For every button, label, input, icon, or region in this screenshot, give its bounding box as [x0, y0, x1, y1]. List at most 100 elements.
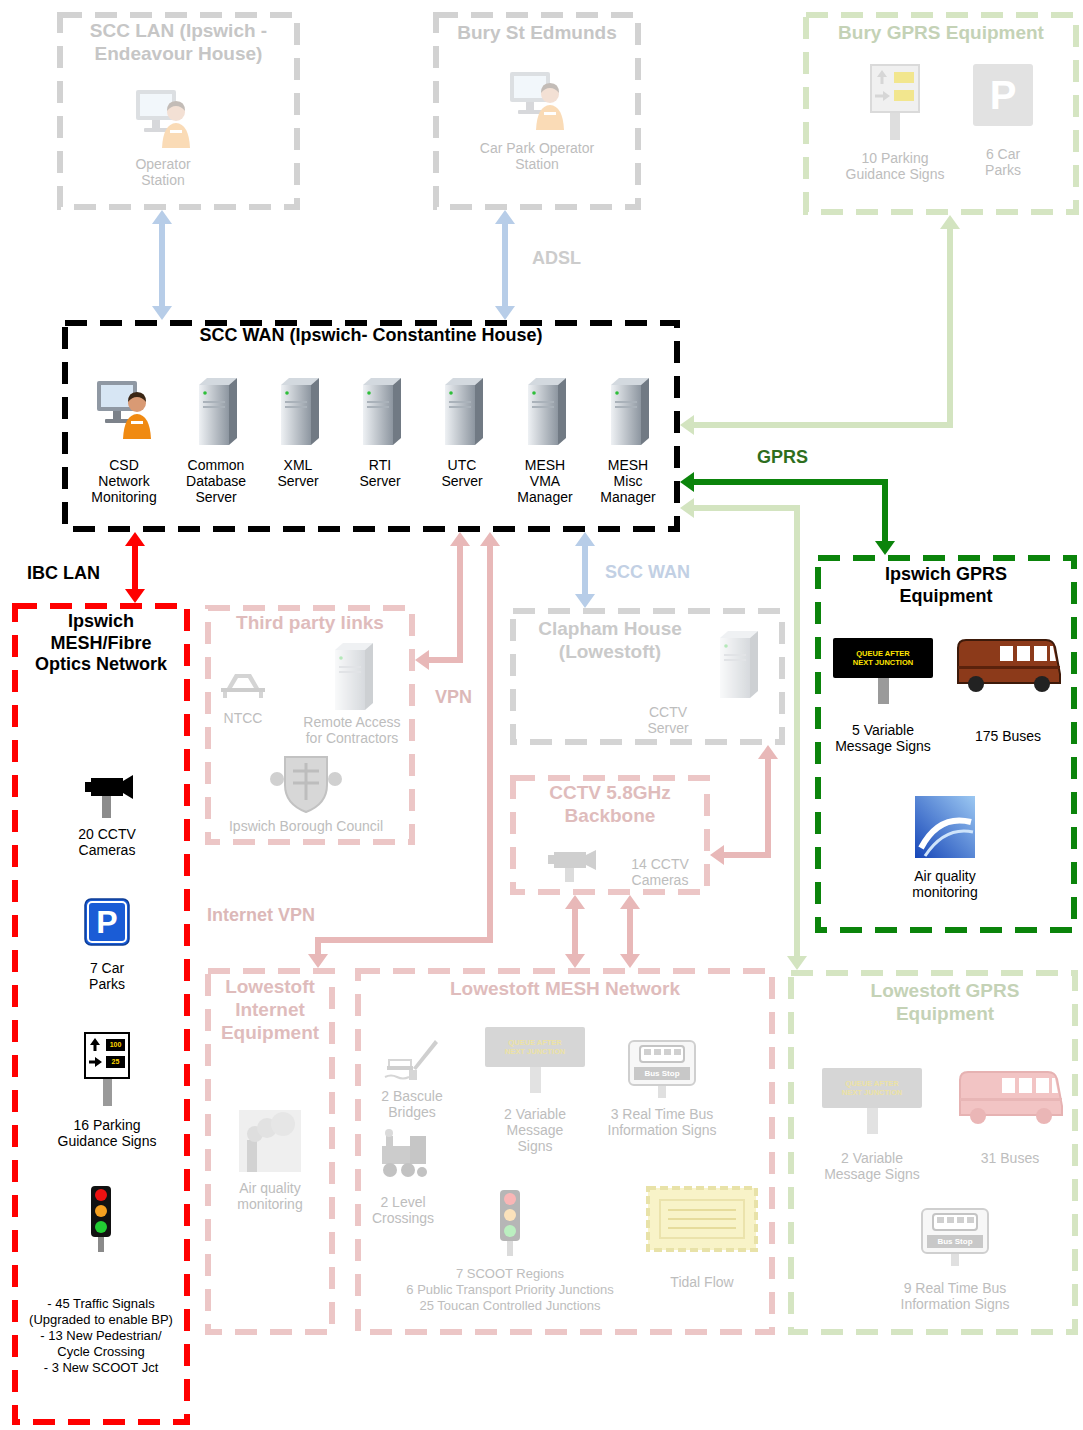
vms-symbol-part — [833, 638, 933, 678]
busF-symbol-part — [1036, 1078, 1049, 1093]
caption-holder: NTCC — [213, 710, 273, 726]
server-symbol-part — [445, 385, 475, 445]
connector-arrow — [724, 759, 768, 855]
pgsF-symbol-part — [871, 65, 919, 112]
sign-text: Bus Stop — [634, 1067, 690, 1080]
item-caption: Air quality monitoring — [225, 1180, 315, 1212]
caption-holder: Tidal Flow — [642, 1274, 762, 1290]
tl-symbol-part — [98, 1236, 104, 1252]
server-symbol-part — [532, 391, 536, 395]
edge-label-holder: IBC LAN — [25, 562, 102, 584]
caption-holder: XML Server — [265, 457, 331, 489]
title-holder: Bury St Edmunds — [439, 22, 635, 45]
personF-symbol-part — [526, 102, 534, 110]
tl-symbol-part — [95, 1221, 107, 1233]
item-node: Air quality monitoring — [900, 796, 990, 900]
connector-arrow — [572, 909, 578, 954]
park-icon: P — [84, 898, 130, 948]
camera-symbol-part — [85, 782, 91, 792]
item-caption: 16 Parking Guidance Signs — [51, 1117, 163, 1149]
group-title: Third party links — [212, 612, 408, 635]
item-node: QUEUE AFTER NEXT JUNCTION2 Variable Mess… — [817, 1068, 927, 1182]
pgsF-symbol-part — [894, 72, 914, 83]
caption-holder: 3 Real Time Bus Information Signs — [601, 1106, 723, 1138]
serverF-symbol-part — [724, 659, 746, 661]
item-node: 2 Bascule Bridges — [372, 1030, 452, 1120]
pgs-symbol-part — [106, 1039, 125, 1051]
sign-text: QUEUE AFTER NEXT JUNCTION — [500, 1038, 570, 1056]
train-symbol-part — [383, 1163, 397, 1177]
vmsF-symbol-part — [867, 1108, 878, 1134]
server-symbol-part — [449, 401, 471, 403]
tl-symbol-part — [91, 1186, 111, 1237]
group-title: SCC LAN (Ipswich - Endeavour House) — [69, 20, 289, 66]
crest-symbol — [269, 752, 343, 814]
edge-label: Internet VPN — [205, 904, 317, 926]
item-caption: UTC Server — [429, 457, 495, 489]
caption-holder: Car Park Operator Station — [477, 140, 597, 172]
pgsF-symbol-part — [883, 91, 890, 101]
server-symbol-part — [199, 385, 229, 445]
bridge-symbol-part — [227, 674, 259, 688]
vmsF-icon: QUEUE AFTER NEXT JUNCTION — [485, 1027, 585, 1093]
title-holder: Ipswich MESH/Fibre Optics Network — [26, 611, 176, 676]
dashed-outline-part — [65, 323, 677, 529]
train-symbol-part — [382, 1146, 414, 1164]
item-node: Tidal Flow — [642, 1186, 762, 1290]
caption-holder: 175 Buses — [953, 728, 1063, 744]
busstop-symbol-part — [674, 1049, 681, 1055]
csd-symbol-part — [128, 392, 146, 402]
serverF-symbol-part — [720, 638, 750, 698]
server-symbol-part — [285, 406, 307, 408]
server-symbol-part — [611, 385, 641, 445]
camera-symbol-part — [123, 775, 133, 799]
csd-symbol-part — [105, 419, 129, 423]
dashed-outline-part — [208, 608, 412, 842]
crest-icon — [269, 752, 343, 814]
bridge-symbol — [219, 668, 267, 698]
serverF-symbol-part — [750, 631, 758, 698]
server-symbol-part — [281, 385, 311, 445]
edge-label: SCC WAN — [603, 561, 692, 583]
personF-symbol-part — [541, 83, 559, 93]
server-symbol-part — [615, 401, 637, 403]
sign-text: 25 — [106, 1056, 125, 1068]
vmsF-icon: QUEUE AFTER NEXT JUNCTION — [822, 1068, 922, 1134]
item-caption: 14 CCTV Cameras — [625, 856, 695, 888]
group-title: Bury St Edmunds — [439, 22, 635, 45]
smoke-symbol-part — [271, 1112, 295, 1136]
item-node: 10 Parking Guidance Signs — [843, 64, 947, 182]
busstop-symbol-part — [640, 1046, 684, 1062]
server-symbol-part — [449, 391, 453, 395]
item-node: Common Database Server — [177, 375, 255, 505]
edge-label-holder: ADSL — [530, 247, 583, 269]
item-node: Air quality monitoring — [225, 1110, 315, 1212]
caption-holder: 10 Parking Guidance Signs — [843, 150, 947, 182]
busstop-symbol-part — [634, 1067, 690, 1080]
vms-symbol — [833, 638, 933, 704]
pgs-symbol-part — [85, 1033, 129, 1078]
pgsF-icon — [870, 64, 920, 140]
pgsF-symbol — [870, 64, 920, 140]
busF-icon — [956, 1068, 1064, 1126]
vms-icon: QUEUE AFTER NEXT JUNCTION — [833, 638, 933, 704]
group-title: Lowestoft MESH Network — [365, 978, 765, 1001]
sign-text-holder: QUEUE AFTER NEXT JUNCTION — [497, 1029, 573, 1065]
tlF-icon — [498, 1190, 522, 1256]
server-symbol-part — [367, 391, 371, 395]
serverF-symbol-part — [339, 656, 343, 660]
busstop-symbol-part — [658, 1084, 666, 1098]
busstop-symbol-part — [644, 1049, 651, 1055]
bus-icon — [954, 636, 1062, 694]
group-title: Clapham House (Lowestoft) — [525, 618, 695, 664]
item-caption: Ipswich Borough Council — [211, 818, 401, 834]
item-caption: 25 Toucan Controlled Junctions — [385, 1298, 635, 1314]
connector-arrow — [132, 546, 138, 589]
item-node: 1002516 Parking Guidance Signs — [51, 1032, 163, 1149]
item-caption: Air quality monitoring — [900, 868, 990, 900]
item-caption: - 3 New SCOOT Jct — [21, 1360, 181, 1376]
title-holder: Bury GPRS Equipment — [811, 22, 1071, 45]
serverF-symbol-part — [724, 644, 728, 648]
sign-text: P — [84, 898, 130, 946]
server-symbol-part — [203, 406, 225, 408]
